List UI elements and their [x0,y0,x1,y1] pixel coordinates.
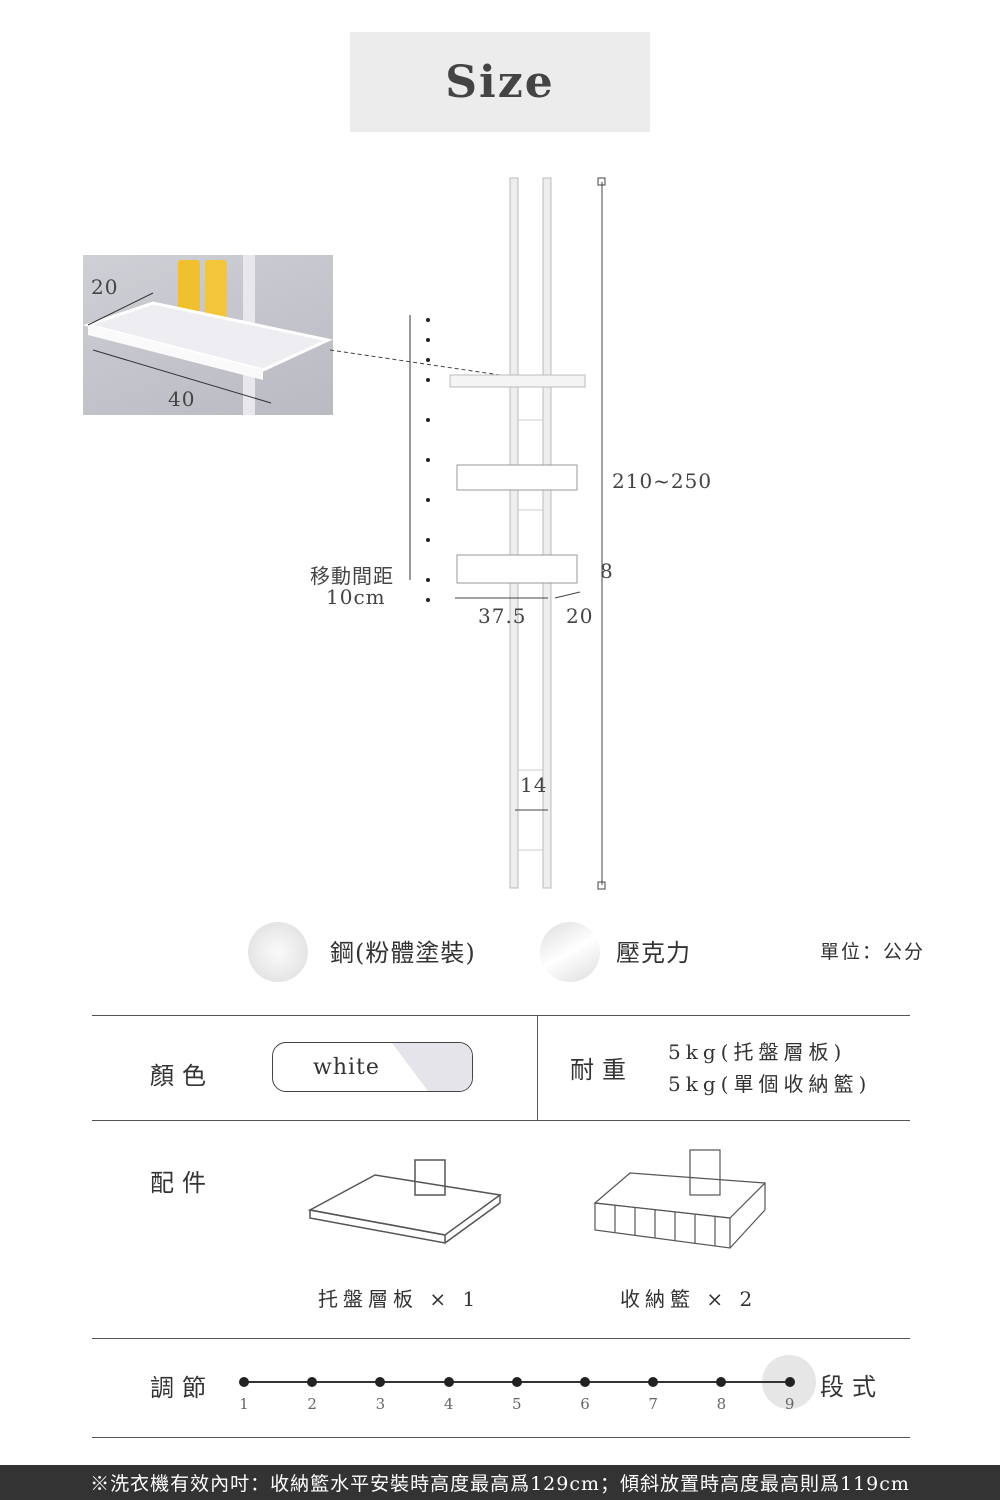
color-value: white [313,1055,380,1080]
adjust-step-number: 5 [512,1395,522,1413]
adjust-step-number: 3 [375,1395,386,1413]
adjust-step-dot [443,1377,454,1387]
spacing-label: 移動間距 [310,564,394,588]
accessory-tray: 托盤層板 × 1 [318,1287,481,1311]
adjust-step-dot [511,1377,522,1387]
divider [537,1015,538,1120]
adjust-step-number: 2 [307,1395,317,1413]
adjust-step-dot [716,1377,727,1387]
adjust-step-dot [307,1377,318,1387]
adjust-unit: 段式 [820,1373,884,1401]
load-label: 耐重 [570,1056,634,1084]
basket-accessory-icon [593,1149,767,1249]
load-tray: 5kg(托盤層板) [668,1040,847,1064]
adjust-step-dot [580,1377,590,1387]
color-swatch: white [272,1042,473,1092]
adjust-step-number: 7 [648,1395,658,1413]
tray-accessory-icon [307,1159,502,1244]
rack-drawing [330,177,606,890]
tray-depth-label: 20 [91,275,119,299]
tray-photo: 20 40 [82,255,333,415]
tray-illustration [82,255,333,415]
adjust-step-number: 6 [580,1395,590,1413]
color-label: 顏色 [150,1062,214,1090]
divider [92,1015,910,1016]
accessory-basket: 收納籃 × 2 [620,1287,758,1311]
basket-depth-label: 20 [566,604,594,628]
adjust-step-number: 1 [239,1395,249,1413]
accessories-label: 配件 [150,1169,214,1197]
material-acrylic: 壓克力 [616,939,691,967]
adjust-step-dot [239,1377,249,1387]
acrylic-material-icon [540,922,600,982]
spacing-value: 10cm [326,585,386,609]
basket-height-label: 8 [600,559,614,583]
load-basket: 5kg(單個收納籃) [668,1072,872,1096]
basket-width-label: 37.5 [478,604,527,628]
steel-material-icon [248,922,308,982]
divider [92,1437,910,1438]
tray-width-label: 40 [168,387,196,411]
divider [92,1338,910,1339]
height-label: 210~250 [612,469,713,493]
adjust-label: 調節 [150,1374,214,1402]
adjust-step-dot [784,1377,795,1387]
adjust-step-number: 4 [443,1395,454,1413]
adjust-step-number: 8 [716,1395,727,1413]
unit-label: 單位：公分 [820,941,926,963]
adjust-step-dot [375,1377,386,1387]
page-title: Size [350,32,650,132]
divider [92,1120,910,1121]
adjust-step-number: 9 [784,1395,795,1413]
pole-width-label: 14 [520,773,548,797]
adjust-step-dot [648,1377,659,1387]
material-steel: 鋼(粉體塗裝) [330,939,476,967]
footer-note: ※洗衣機有效內吋：收納籃水平安裝時高度最高爲129cm；傾斜放置時高度最高則爲1… [0,1465,1000,1500]
